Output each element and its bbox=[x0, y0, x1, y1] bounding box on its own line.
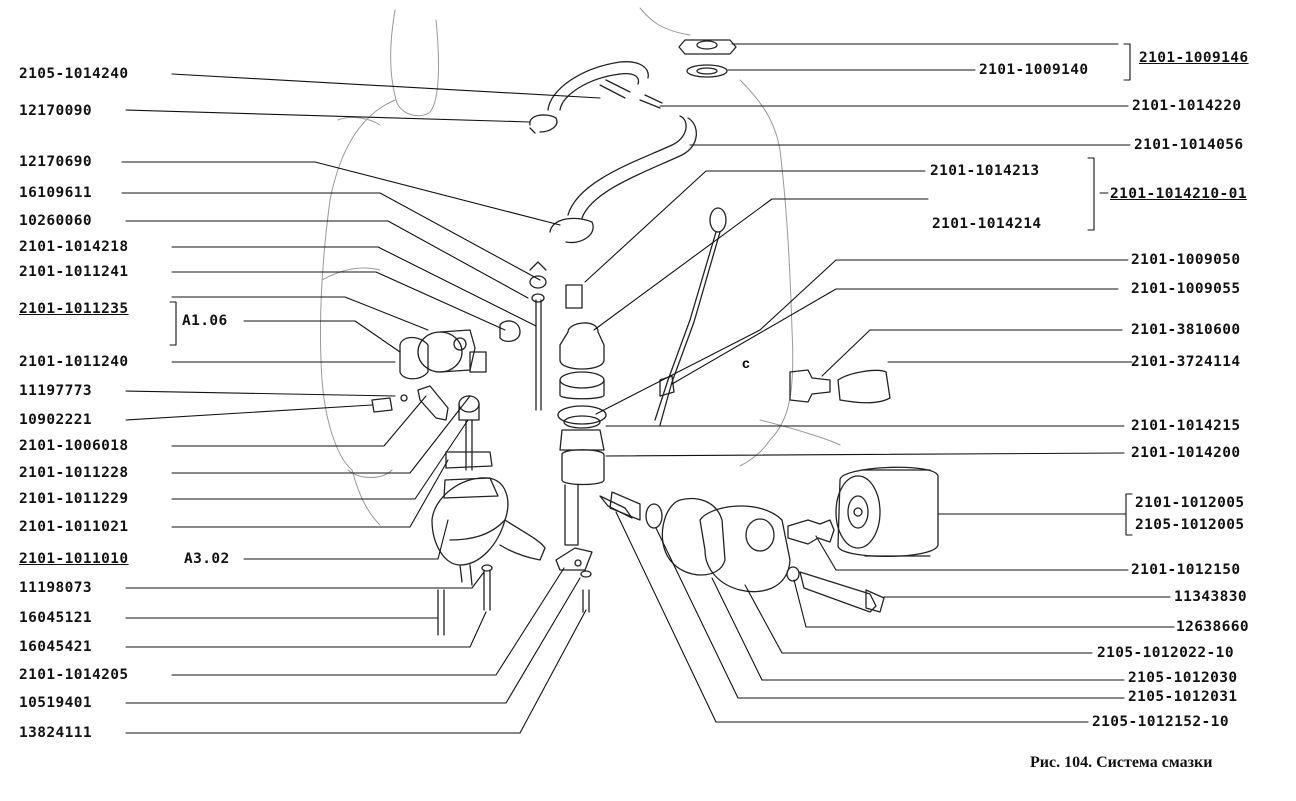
part-label-right: 2101-1012005 bbox=[1135, 495, 1245, 511]
part-label-left: 11197773 bbox=[19, 383, 93, 399]
part-label-right: 2105-1012022-10 bbox=[1097, 645, 1234, 661]
part-label-right: 2105-1012030 bbox=[1128, 670, 1238, 686]
part-label-ref: A3.02 bbox=[184, 551, 230, 567]
part-label-right: 2105-1012152-10 bbox=[1092, 714, 1229, 730]
oil-filler-cap bbox=[678, 39, 737, 78]
oil-filter-fitting bbox=[787, 519, 835, 545]
part-label-left: 2101-1014205 bbox=[19, 667, 129, 683]
part-label-left: 16045121 bbox=[19, 610, 93, 626]
breather-hose-upper bbox=[547, 61, 663, 111]
part-label-right: 2101-1014214 bbox=[932, 216, 1042, 232]
engine-mark: c bbox=[742, 355, 750, 371]
part-label-right: 11343830 bbox=[1174, 589, 1248, 605]
oil-filter-bracket bbox=[599, 491, 885, 613]
oil-pump-bracket bbox=[371, 385, 449, 421]
part-label-left: 2101-1014218 bbox=[19, 239, 129, 255]
part-label-right: 2101-1014215 bbox=[1131, 418, 1241, 434]
engine-block-outline bbox=[319, 7, 841, 526]
part-label-left: 2101-1011241 bbox=[19, 264, 129, 280]
part-label-right: 2101-1009140 bbox=[979, 62, 1089, 78]
oil-filter bbox=[835, 466, 939, 558]
part-label-right: 2101-1012150 bbox=[1131, 562, 1241, 578]
part-label-left: 10902221 bbox=[19, 412, 93, 428]
part-label-right: 2101-1009050 bbox=[1131, 252, 1241, 268]
part-label-right: 2101-1014200 bbox=[1131, 445, 1241, 461]
part-label-ref: A1.06 bbox=[182, 313, 228, 329]
part-label-left: 2101-1006018 bbox=[19, 438, 129, 454]
part-label-right-assembly: 2101-1014210-01 bbox=[1110, 186, 1247, 202]
part-label-left: 2101-1011229 bbox=[19, 491, 129, 507]
part-label-left: 2101-1011021 bbox=[19, 519, 129, 535]
part-label-right: 2105-1012031 bbox=[1128, 689, 1238, 705]
oil-dipstick bbox=[654, 207, 727, 426]
part-label-left: 13824111 bbox=[19, 725, 93, 741]
part-label-left: 12170690 bbox=[19, 154, 93, 170]
oil-pump-drive-gear bbox=[399, 320, 521, 380]
part-label-left: 2101-1011240 bbox=[19, 354, 129, 370]
part-label-left-assembly: 2101-1011010 bbox=[19, 551, 129, 567]
part-label-right: 2101-3810600 bbox=[1131, 322, 1241, 338]
part-label-left: 11198073 bbox=[19, 580, 93, 596]
part-label-left-assembly: 2101-1011235 bbox=[19, 301, 129, 317]
breather-hose-lower bbox=[567, 115, 697, 219]
part-label-right: 2101-1014220 bbox=[1132, 98, 1242, 114]
figure-caption: Рис. 104. Система смазки bbox=[1030, 754, 1213, 771]
part-label-left: 10260060 bbox=[19, 213, 93, 229]
pump-bolts bbox=[437, 261, 592, 636]
part-label-right: 2101-1014213 bbox=[930, 163, 1040, 179]
part-label-right: 2101-3724114 bbox=[1131, 354, 1241, 370]
oil-pump-shaft bbox=[445, 395, 493, 471]
oil-pump-body bbox=[431, 477, 546, 586]
part-label-left: 16045421 bbox=[19, 639, 93, 655]
part-label-right: 12638660 bbox=[1176, 619, 1250, 635]
part-label-left: 2101-1011228 bbox=[19, 465, 129, 481]
oil-pressure-sensor bbox=[789, 369, 891, 404]
part-label-right-assembly: 2101-1009146 bbox=[1139, 50, 1249, 66]
part-label-right: 2101-1009055 bbox=[1131, 281, 1241, 297]
hose-clamp-lower bbox=[549, 217, 594, 244]
hose-clamp-upper bbox=[529, 114, 558, 134]
oil-separator-assembly bbox=[555, 284, 607, 571]
part-label-left: 16109611 bbox=[19, 185, 93, 201]
part-label-left: 2105-1014240 bbox=[19, 66, 129, 82]
leader-lines bbox=[121, 43, 1175, 734]
part-label-right: 2101-1014056 bbox=[1134, 137, 1244, 153]
part-label-left: 12170090 bbox=[19, 103, 93, 119]
part-label-left: 10519401 bbox=[19, 695, 93, 711]
part-label-right: 2105-1012005 bbox=[1135, 517, 1245, 533]
